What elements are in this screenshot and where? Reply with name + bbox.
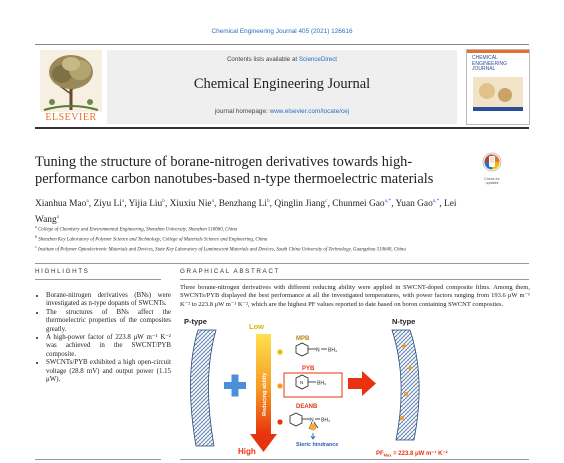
masthead-rule [35, 127, 529, 129]
highlights-rule [35, 279, 161, 280]
svg-text:N: N [310, 418, 314, 424]
p-type-nanotube [190, 329, 217, 447]
journal-name: Chemical Engineering Journal [193, 76, 371, 92]
title-line-1: Tuning the structure of borane-nitrogen … [35, 154, 413, 170]
graphical-abstract-text: Three borane-nitrogen derivatives with d… [180, 284, 530, 308]
n-type-nanotube [391, 329, 420, 441]
author-2[interactable]: Ziyu Lia [93, 198, 125, 210]
affiliation-rule [35, 263, 529, 264]
highlight-item: SWCNTs/PYB exhibited a high open-circuit… [46, 359, 171, 384]
author-4[interactable]: Xiuxiu Niea [169, 198, 215, 210]
highlight-item: The structures of BNs affect the thermoe… [46, 309, 171, 334]
author-8[interactable]: Yuan Gaoa,* [395, 198, 440, 210]
n-type-label: N-type [392, 317, 415, 326]
graphical-abstract-figure: P-type Low High Reducing ability MPB N B… [184, 317, 448, 458]
cover-word-1: CHEMICAL [472, 55, 498, 61]
elsevier-tree-logo-icon [40, 50, 102, 112]
highlights-list: Borane-nitrogen derivatives (BNs) were i… [35, 292, 171, 384]
deanb-marker-dot [277, 419, 283, 425]
author-7[interactable]: Chunmei Gaoa,* [332, 198, 392, 210]
elsevier-wordmark: ELSEVIER [45, 112, 97, 123]
cover-illustration [473, 76, 523, 111]
sciencedirect-link[interactable]: ScienceDirect [298, 56, 338, 63]
author-3[interactable]: Yijia Liub [128, 198, 165, 210]
plus-icon [224, 374, 246, 397]
highlights-bottom-rule [35, 459, 161, 460]
pyb-structure: N [283, 372, 343, 398]
pf-max-value: PFMax = 223.8 μW m⁻¹ K⁻² [376, 450, 448, 458]
graphical-abstract-bottom-rule [180, 459, 529, 460]
check-for-updates-badge[interactable]: Check for updates [478, 152, 506, 185]
graphical-abstract-heading: GRAPHICAL ABSTRACT [180, 268, 280, 275]
highlight-item: Borane-nitrogen derivatives (BNs) were i… [46, 292, 171, 309]
low-label: Low [249, 322, 264, 331]
pyb-bh3-label: BH₃ [317, 381, 326, 387]
reducing-ability-axis-label: Reducing ability [262, 372, 268, 416]
homepage-prefix: journal homepage: [214, 108, 270, 115]
highlights-heading: HIGHLIGHTS [35, 268, 90, 275]
p-type-label: P-type [184, 317, 207, 326]
contents-availability: Contents lists available at ScienceDirec… [107, 56, 457, 63]
right-arrow-icon [348, 371, 376, 396]
steric-hindrance-label: Steric hindrance [296, 442, 338, 448]
badge-line-1: Check for [484, 177, 500, 181]
affiliation-c: c Institute of Polymer Optoelectronic Ma… [35, 244, 406, 253]
affiliations: a College of Chemistry and Environmental… [35, 224, 505, 254]
cover-word-2: ENGINEERING [472, 60, 508, 67]
cover-word-3: JOURNAL [472, 66, 496, 73]
svg-text:N: N [300, 380, 303, 385]
affiliation-a: a College of Chemistry and Environmental… [35, 224, 238, 233]
contents-prefix: Contents lists available at [226, 56, 299, 63]
journal-homepage: journal homepage: www.elsevier.com/locat… [107, 108, 457, 115]
masthead-box [107, 50, 457, 124]
badge-line-2: updates [485, 181, 499, 185]
high-label: High [238, 447, 256, 456]
reducing-ability-arrow [250, 334, 277, 452]
author-1[interactable]: Xianhua Maoa [35, 198, 89, 210]
author-6[interactable]: Qinglin Jiangc [274, 198, 328, 210]
article-title: Tuning the structure of borane-nitrogen … [35, 154, 465, 188]
author-list: Xianhua Maoa, Ziyu Lia, Yijia Liub, Xiux… [35, 198, 457, 225]
journal-reference[interactable]: Chemical Engineering Journal 405 (2021) … [211, 28, 353, 35]
mpb-structure: N [295, 342, 327, 357]
deanb-bh3-label: BH₃ [321, 418, 330, 424]
pyb-marker-dot [277, 383, 283, 389]
graphical-abstract-rule [180, 279, 529, 280]
affiliation-b: b Shenzhen Key Laboratory of Polymer Sci… [35, 234, 268, 243]
deanb-label: DEANB [296, 404, 318, 410]
journal-cover-thumbnail[interactable]: CHEMICAL ENGINEERING JOURNAL [466, 49, 530, 125]
highlight-item: A high-power factor of 223.8 μW m⁻¹ K⁻² … [46, 334, 171, 359]
top-rule [35, 44, 529, 45]
mpb-label: MPB [296, 336, 310, 342]
author-5[interactable]: Benzhang Lib [218, 198, 270, 210]
homepage-link[interactable]: www.elsevier.com/locate/cej [269, 108, 350, 115]
mpb-bh3-label: BH₃ [328, 348, 337, 354]
title-line-2: performance carbon nanotubes-based n-typ… [35, 171, 434, 187]
author-9[interactable]: Lei Wanga [35, 199, 457, 225]
svg-text:N: N [316, 348, 320, 354]
check-for-updates-icon [482, 152, 502, 172]
mpb-marker-dot [277, 349, 283, 355]
deanb-structure: N [289, 412, 320, 440]
pyb-label: PYB [302, 366, 315, 372]
